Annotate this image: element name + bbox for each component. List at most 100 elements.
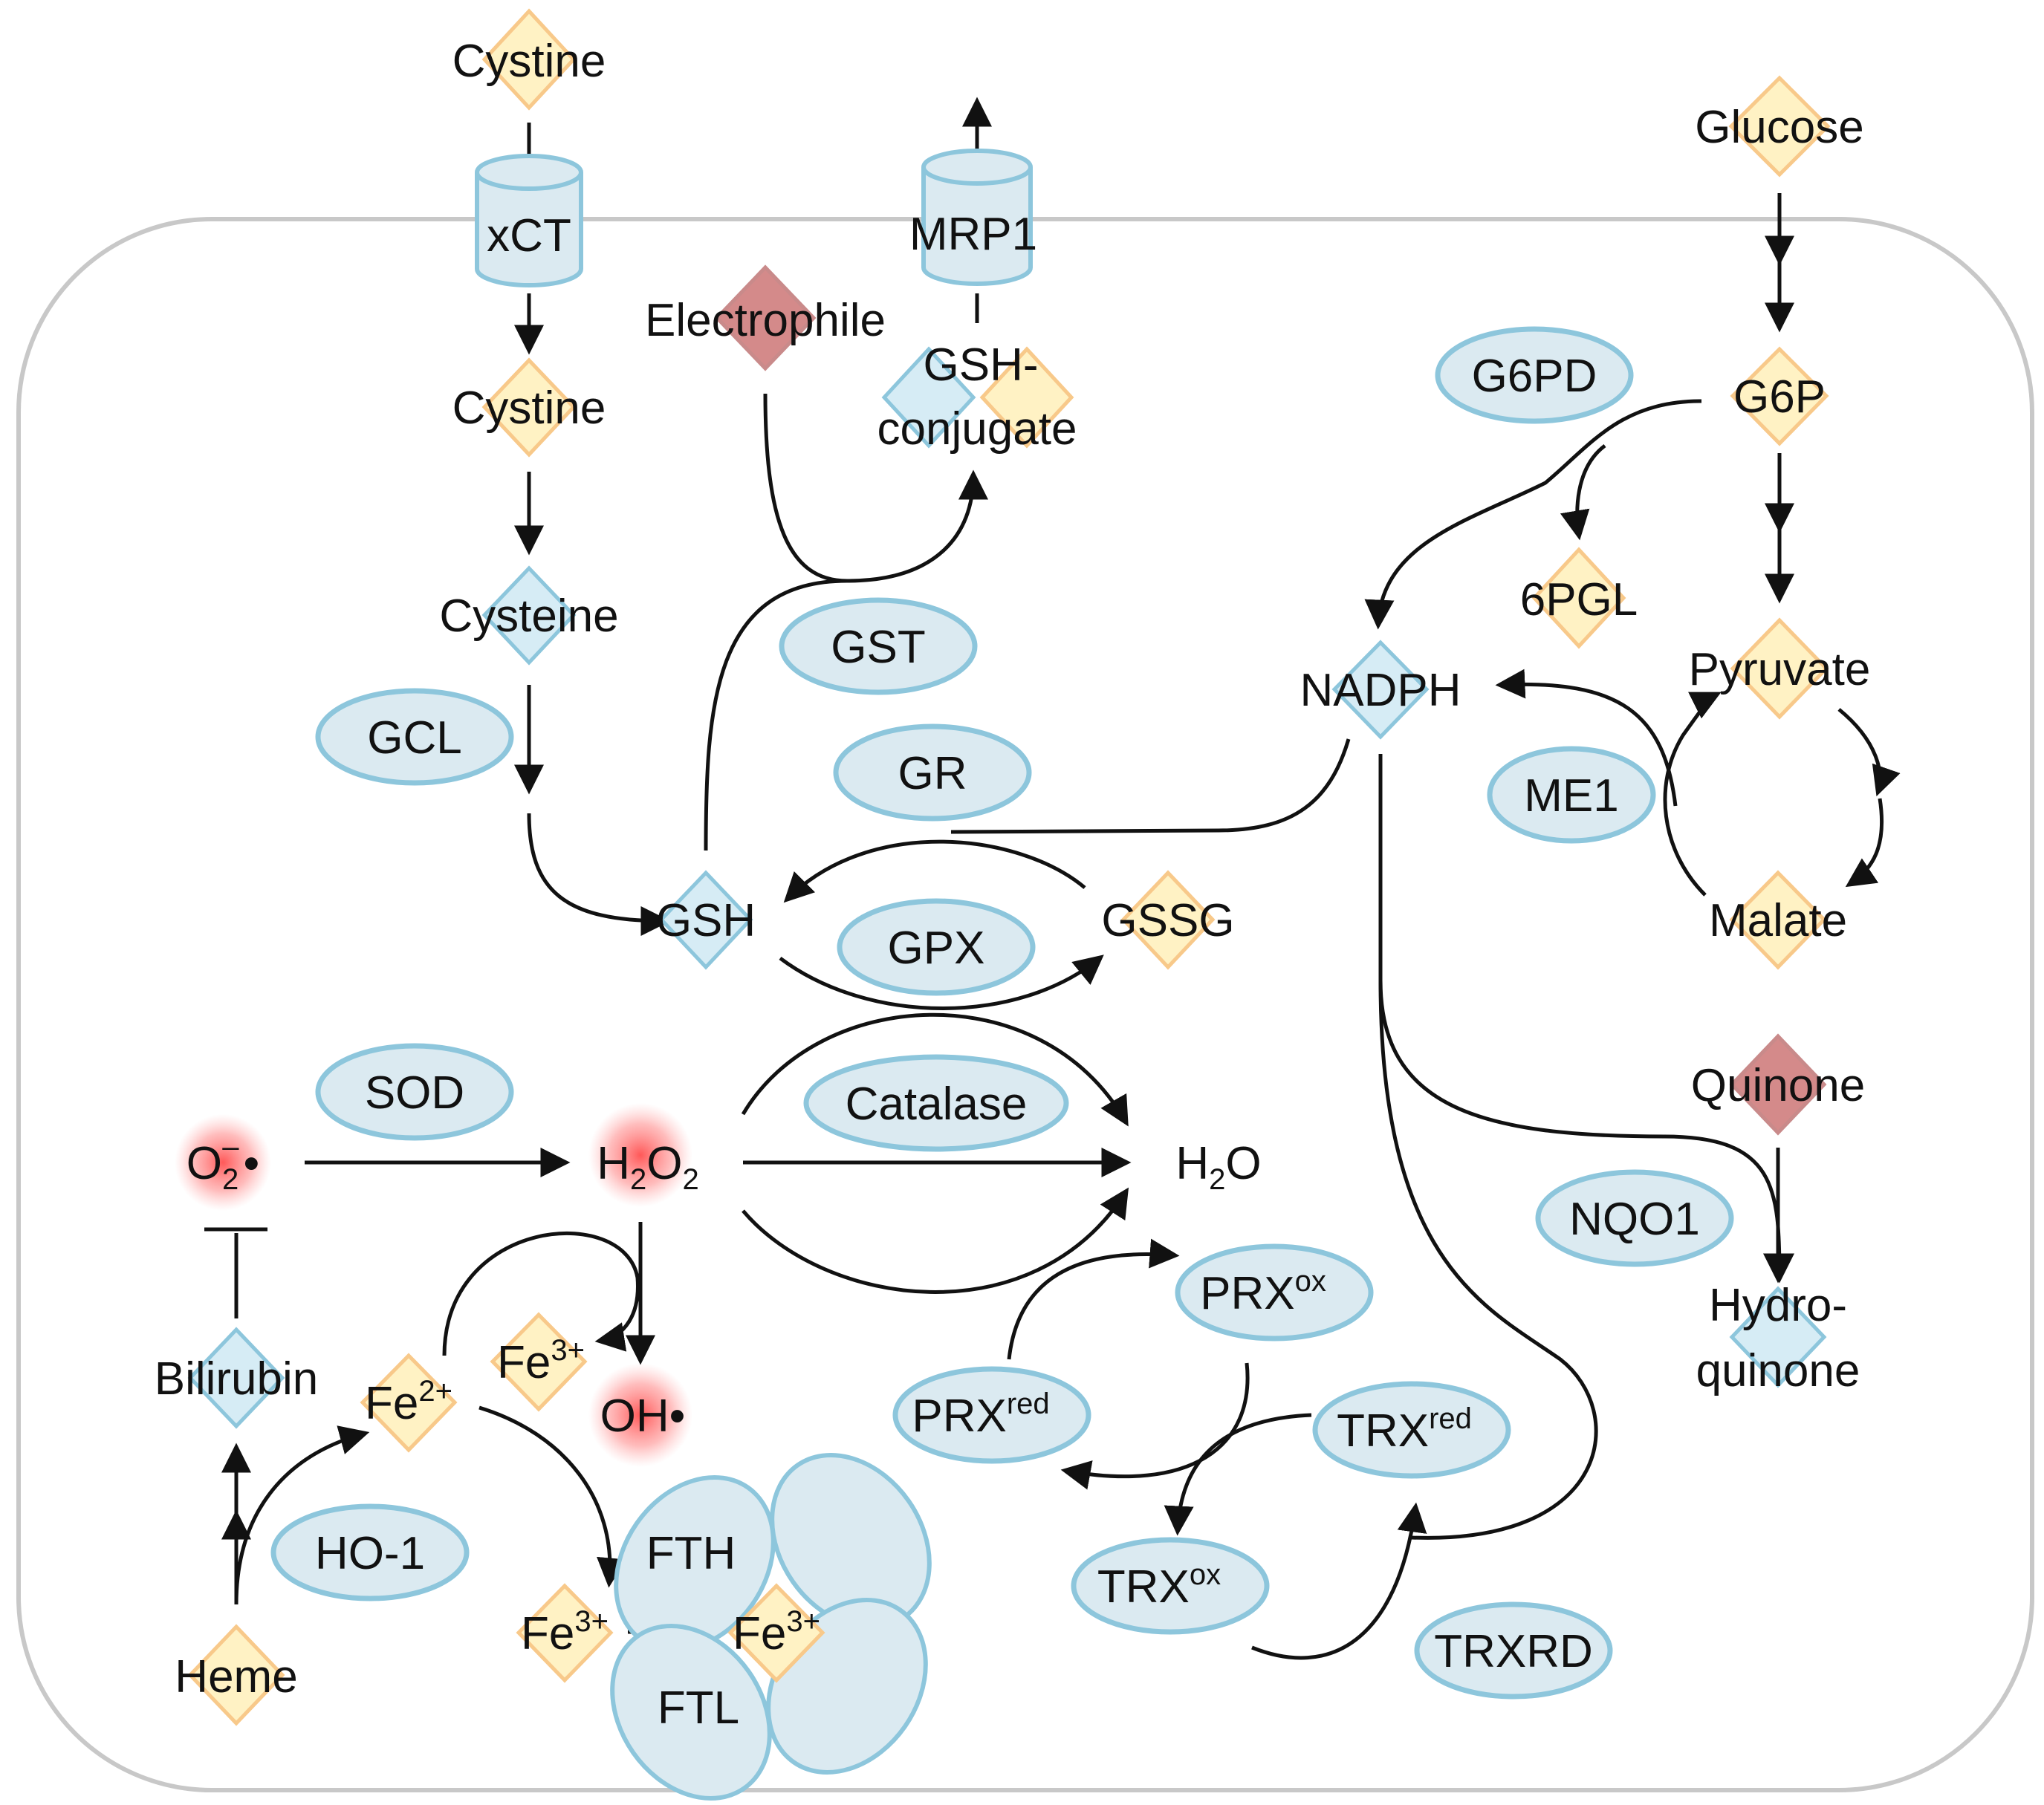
label-gsh: GSH [656,895,756,946]
label-trx-red: TRXred [1337,1402,1472,1457]
label-g6p: G6P [1733,371,1826,423]
diamond-electrophile [714,264,817,371]
label-6pgl: 6PGL [1520,574,1638,625]
label-bilirubin: Bilirubin [155,1353,319,1405]
label-gr: GR [898,748,967,799]
xct-transporter: xCT [475,154,583,287]
xct-label: xCT [487,210,571,261]
arrow-trxred-to-trxox [1164,1413,1312,1536]
label-fe3-b: Fe3+ [521,1605,609,1659]
label-malate: Malate [1709,895,1847,946]
label-gsh-conjugate-1: GSH- [924,339,1039,391]
diamond-hydroquinone [1729,1286,1827,1388]
label-h2o2: H2O2 [597,1138,699,1196]
label-sod: SOD [365,1067,464,1119]
label-hydroxyl: OH• [600,1391,686,1442]
label-cystine-out: Cystine [452,36,606,87]
label-trx-ox: TRXox [1097,1558,1221,1613]
ellipse-gst [779,597,978,695]
arrow-fe2-to-fe3 [442,1231,640,1356]
diamond-gssg [1120,870,1216,970]
diamond-heme [187,1624,285,1726]
diamond-6pgl [1531,547,1626,649]
diamond-fe3-a [490,1312,588,1412]
ellipse-me1 [1487,746,1656,844]
labels: Cystine Cystine Cysteine Electrophile GS… [155,36,1871,1734]
diamond-gsh [658,870,753,970]
label-hydroquinone-1: Hydro- [1709,1280,1847,1331]
diamond-fe2 [360,1353,458,1453]
arrow-prx-to-water [742,1187,1129,1294]
diamond-fe3-b [516,1583,614,1683]
arrow-malate-to-pyruvate [1663,692,1722,897]
label-gpx: GPX [888,923,985,974]
diamond-gsh-conj-blue [881,346,976,449]
label-ftl: FTL [658,1682,739,1734]
arrow-gpx-to-water [741,1012,1129,1127]
label-ho1: HO-1 [315,1528,425,1579]
label-gssg: GSSG [1101,895,1234,946]
diamond-malate [1729,870,1827,970]
ellipse-trxrd [1414,1601,1613,1700]
label-glucose: Glucose [1695,102,1863,153]
diamond-fe3-c [727,1583,825,1683]
metabolite-diamonds [187,8,1831,1726]
diamond-bilirubin [187,1327,285,1429]
ellipse-ho1 [270,1503,470,1601]
diamond-cystine-out [481,8,577,111]
label-hydroquinone-2: quinone [1696,1345,1860,1396]
ellipse-nqo1 [1535,1169,1734,1267]
label-catalase: Catalase [846,1079,1028,1130]
label-prx-ox: PRXox [1200,1265,1326,1319]
arrow-pyruvate-to-malate [1837,708,1901,797]
ellipse-trx-ox [1071,1537,1270,1635]
diamond-nadph [1331,640,1430,740]
label-nadph: NADPH [1300,665,1461,716]
diamond-cystine-in [481,357,577,458]
diamond-cysteine [481,565,577,666]
label-fe3-a: Fe3+ [497,1334,585,1388]
arrow-nadph-to-trxrd [1378,754,1598,1540]
label-cystine-in: Cystine [452,383,606,434]
label-gcl: GCL [367,712,461,764]
diamond-pyruvate [1730,617,1829,720]
arrow-prxred-to-prxox [1007,1238,1180,1360]
diamond-g6p [1730,346,1829,446]
mrp1-label: MRP1 [909,209,1037,260]
reaction-arrows [204,97,1901,1660]
ellipse-trx-red [1312,1381,1511,1479]
label-gst: GST [831,622,925,673]
label-prx-red: PRXred [912,1388,1049,1442]
arrow-heme-to-fe2 [234,1425,370,1605]
ellipse-gr [833,723,1032,822]
arrow-g6p-to-6pgl [1560,444,1606,541]
label-me1: ME1 [1524,770,1618,822]
arrow-nadph-to-hydroquinone [1378,980,1794,1284]
diamond-gsh-conj-yellow [979,346,1074,449]
ellipse-g6pd [1435,326,1634,424]
label-nqo1: NQO1 [1569,1194,1700,1245]
arrow-nadph-to-gr [950,738,1351,834]
arrow-gsh-to-conjugate [704,469,988,851]
label-fth: FTH [646,1528,736,1579]
arrow-electrophile-join [763,393,848,583]
label-cysteine: Cysteine [439,591,618,642]
arrow-prxox-to-prxred [1060,1362,1250,1490]
label-g6pd: G6PD [1472,351,1597,402]
label-trxrd: TRXRD [1434,1626,1593,1677]
label-electrophile: Electrophile [645,295,886,346]
arrow-gssg-to-gsh [783,839,1086,903]
ferritin-complex [610,1453,932,1801]
enzyme-ellipses [270,326,1734,1700]
diamond-quinone [1729,1033,1827,1136]
ellipse-prx-ox [1175,1243,1374,1341]
arrow-me1-to-nadph [1495,669,1678,807]
arrow-fe2-to-fe3-storage [478,1405,626,1588]
ros-glows [175,1103,692,1467]
label-fe2: Fe2+ [365,1375,452,1429]
arrow-trxox-to-trxred [1251,1502,1427,1660]
arrow-g6p-to-nadph [1364,399,1702,630]
label-gsh-conjugate-2: conjugate [877,403,1077,455]
label-pyruvate: Pyruvate [1689,644,1871,695]
